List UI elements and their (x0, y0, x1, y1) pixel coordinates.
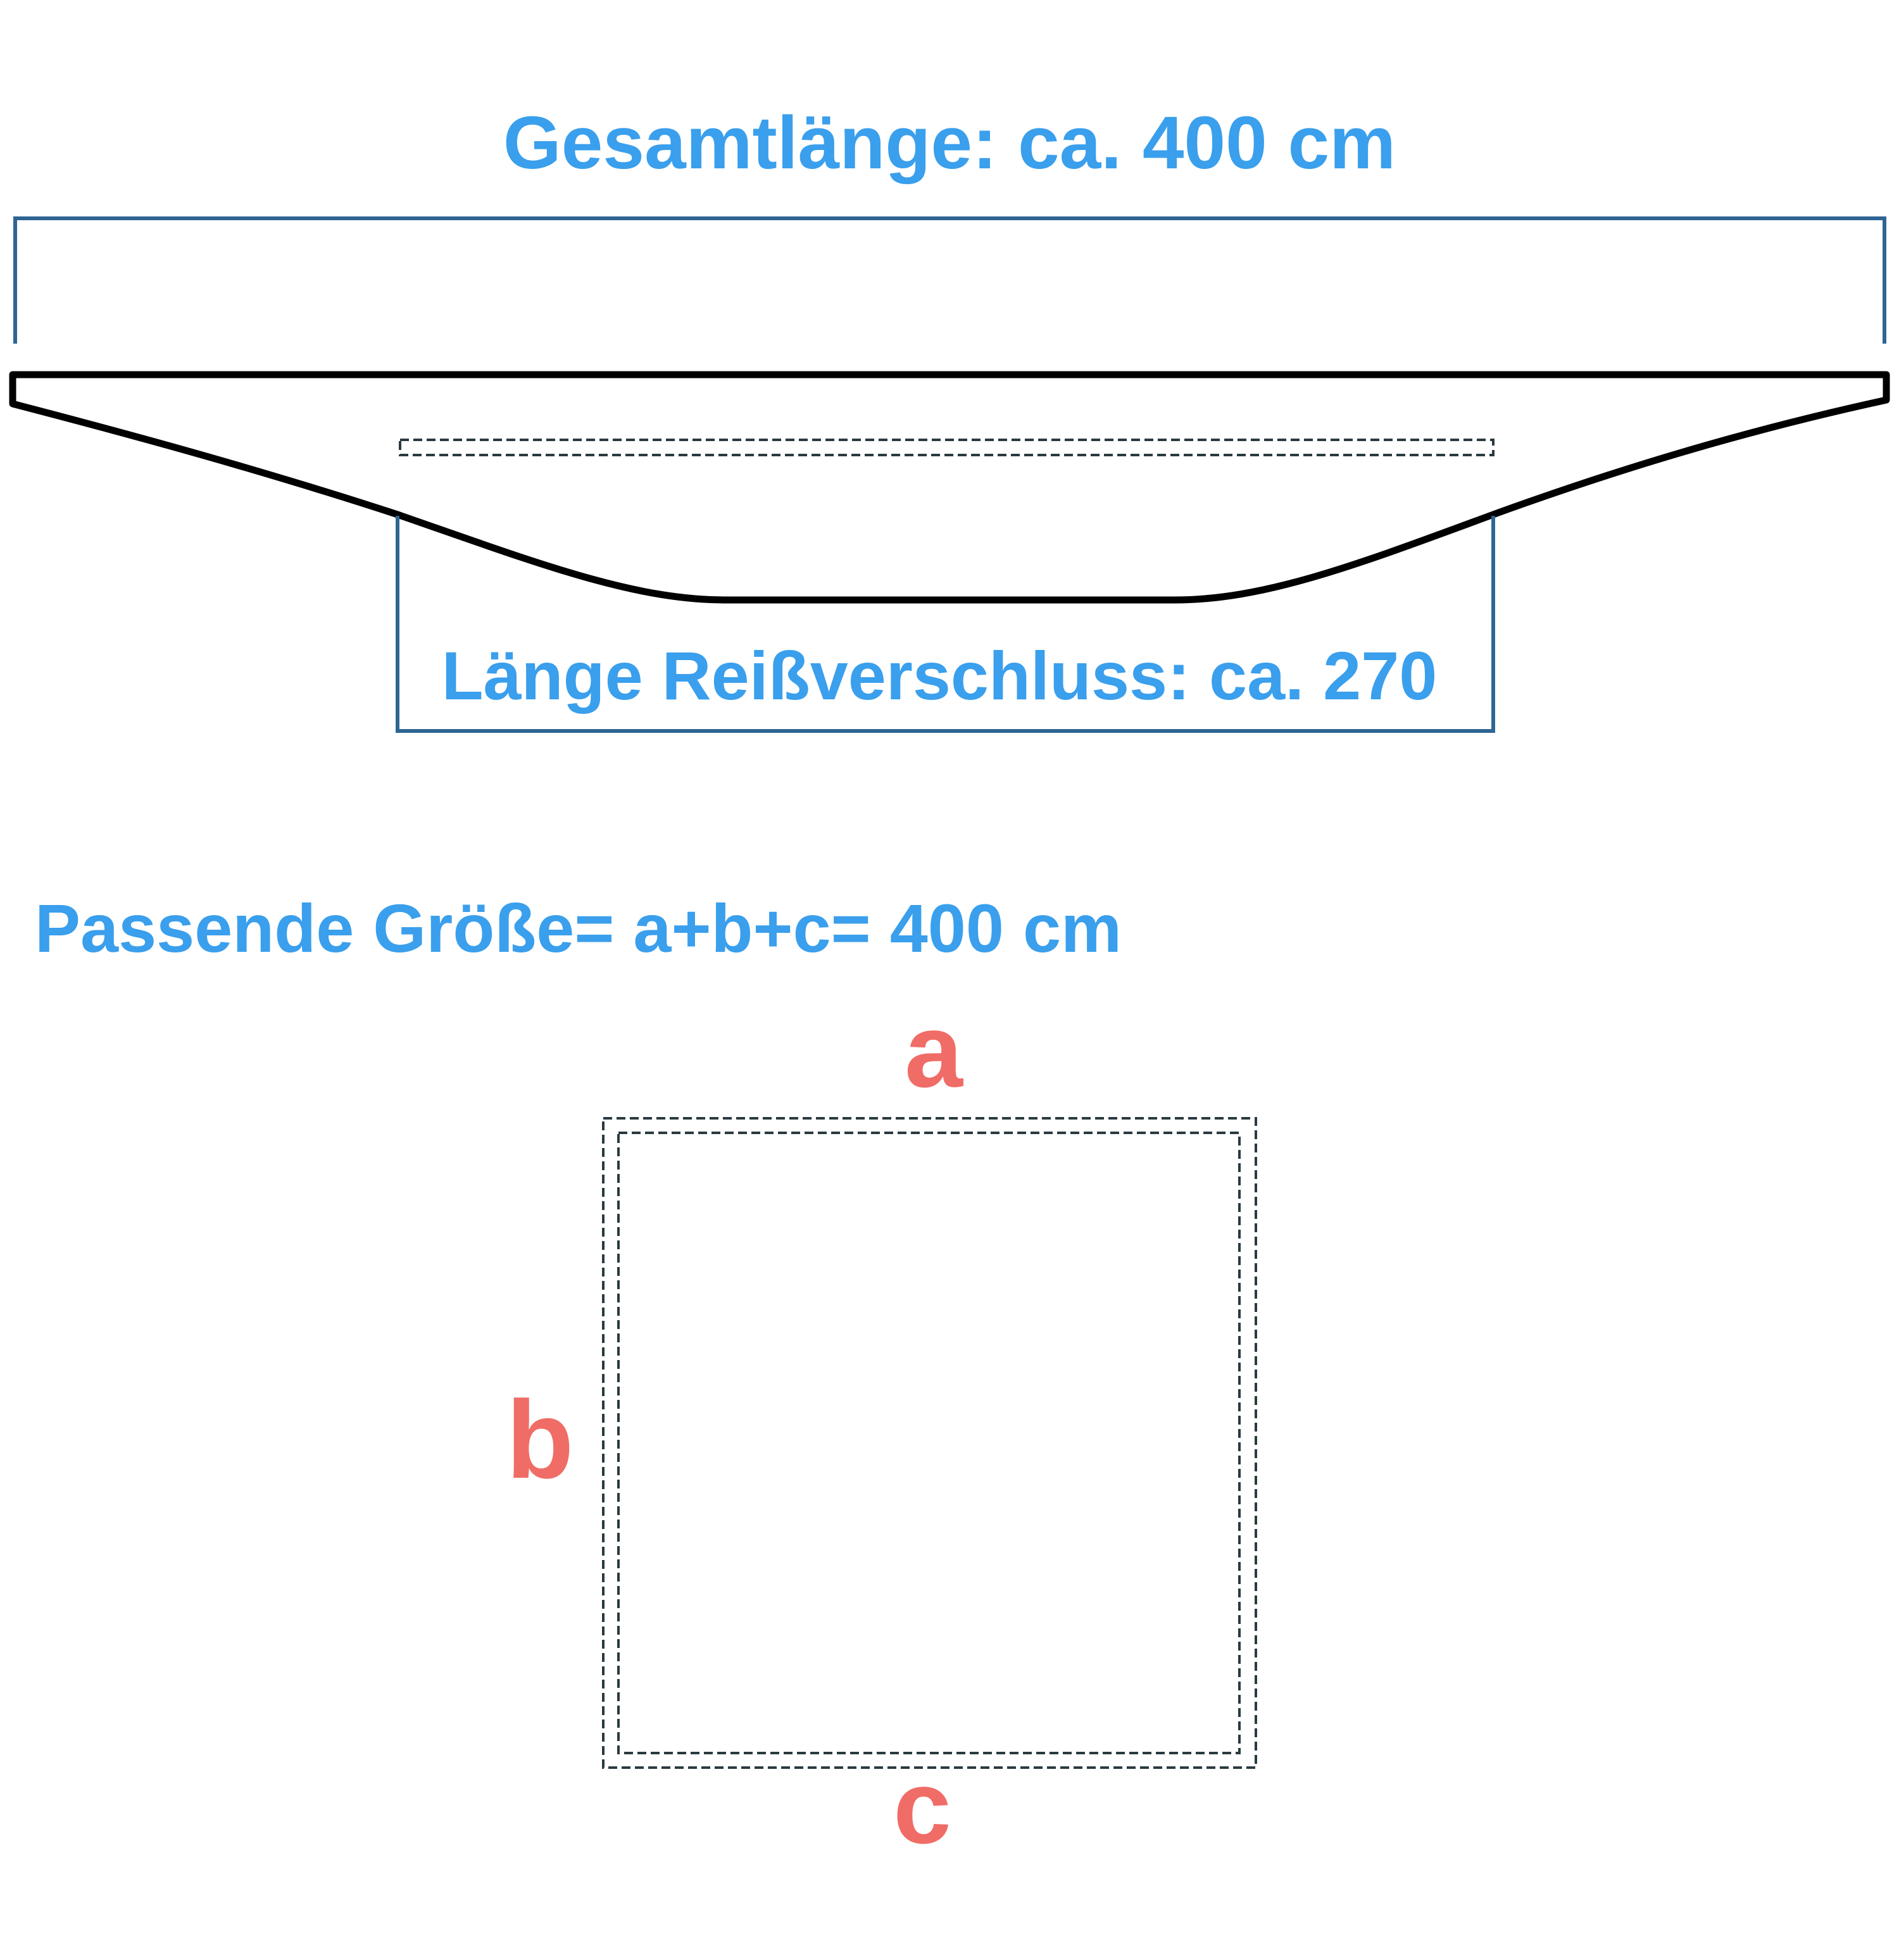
total-length-label: Gesamtlänge: ca. 400 cm (503, 101, 1396, 185)
zipper-length-bracket (396, 516, 1495, 733)
zipper-line (399, 439, 1495, 456)
total-length-bracket (13, 216, 1886, 344)
side-c-label: c (893, 1749, 951, 1865)
inner-square (617, 1132, 1241, 1754)
fitting-size-label: Passende Größe= a+b+c= 400 cm (35, 890, 1122, 966)
outer-square (602, 1117, 1257, 1769)
side-b-label: b (506, 1378, 574, 1502)
side-a-label: a (905, 992, 963, 1109)
cover-outline (9, 371, 1890, 604)
zipper-length-label: Länge Reißverschluss: ca. 270 (442, 637, 1438, 714)
